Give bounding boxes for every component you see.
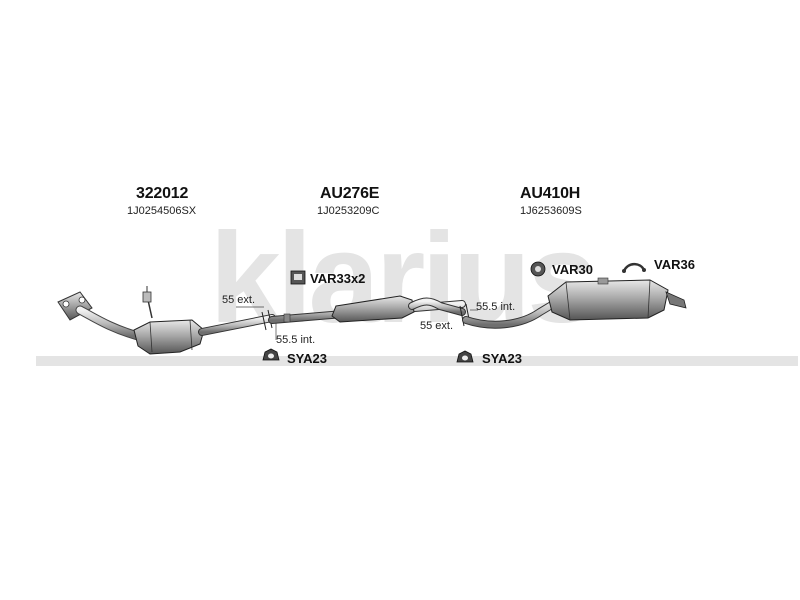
part-code: 322012 bbox=[136, 185, 189, 202]
front-flange bbox=[57, 291, 93, 321]
accessory-label: VAR30 bbox=[552, 262, 593, 277]
dimension-label: 55 ext. bbox=[420, 320, 454, 332]
hanger-bracket-icon bbox=[290, 270, 306, 285]
rubber-mount-icon bbox=[530, 261, 546, 277]
rear-silencer bbox=[547, 277, 687, 321]
watermark-text: klarius bbox=[210, 207, 595, 350]
oe-number: 1J0254506SX bbox=[127, 205, 197, 217]
dimension-label: 55.5 int. bbox=[276, 334, 316, 346]
accessory-label: SYA23 bbox=[287, 351, 327, 366]
part-code: AU276E bbox=[320, 185, 380, 202]
dimension-label: 55.5 int. bbox=[476, 301, 516, 313]
accessory-label: VAR33x2 bbox=[310, 271, 366, 286]
catalytic-converter bbox=[133, 319, 205, 355]
accessory-label: SYA23 bbox=[482, 351, 522, 366]
clamp-icon bbox=[262, 348, 280, 361]
accessory-label: VAR36 bbox=[654, 257, 695, 272]
oe-number: 1J6253609S bbox=[520, 205, 582, 217]
oe-number: 1J0253209C bbox=[317, 205, 380, 217]
centre-silencer bbox=[331, 295, 415, 323]
sensor-icon bbox=[142, 286, 153, 319]
dimension-label: 55 ext. bbox=[222, 294, 256, 306]
part-code: AU410H bbox=[520, 185, 581, 202]
hook-hanger-icon bbox=[622, 262, 646, 273]
watermark-underline bbox=[36, 356, 798, 366]
clamp-icon bbox=[456, 350, 474, 363]
